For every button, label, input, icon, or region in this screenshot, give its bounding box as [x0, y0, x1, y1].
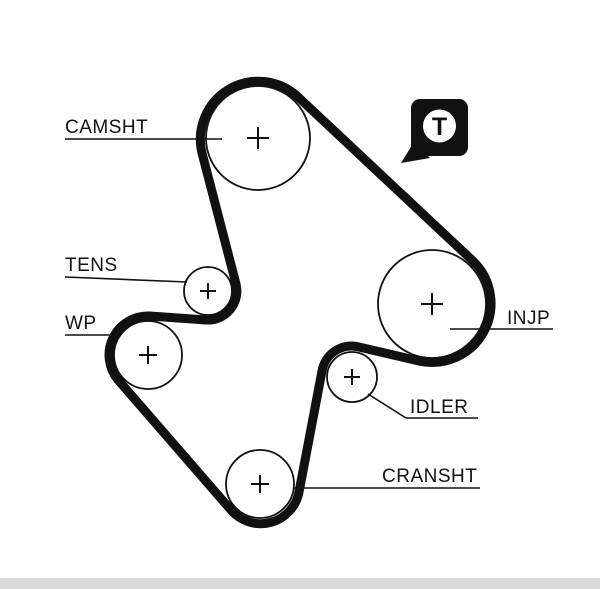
- camsht-center-cross: [247, 127, 269, 149]
- timing-belt-path: [104, 76, 496, 529]
- tens-center-cross: [200, 283, 216, 299]
- cransht-center-cross: [251, 475, 269, 493]
- idler-center-cross: [344, 369, 360, 385]
- injp-center-cross: [421, 293, 443, 315]
- idler-label: IDLER: [410, 397, 468, 418]
- tensioner-badge-icon: T: [401, 99, 468, 163]
- injp-label: INJP: [507, 308, 550, 329]
- tens-leader-line: [64, 276, 188, 283]
- camsht-label: CAMSHT: [65, 117, 148, 138]
- wp-label: WP: [65, 313, 97, 334]
- tensioner-badge-letter: T: [432, 113, 447, 141]
- idler-leader-line-diagonal: [367, 393, 407, 419]
- tensioner-badge-circle: [423, 109, 456, 143]
- cransht-label: CRANSHT: [382, 466, 477, 487]
- bottom-watermark-bar: [0, 578, 600, 589]
- tens-label: TENS: [65, 255, 118, 276]
- wp-center-cross: [139, 346, 157, 364]
